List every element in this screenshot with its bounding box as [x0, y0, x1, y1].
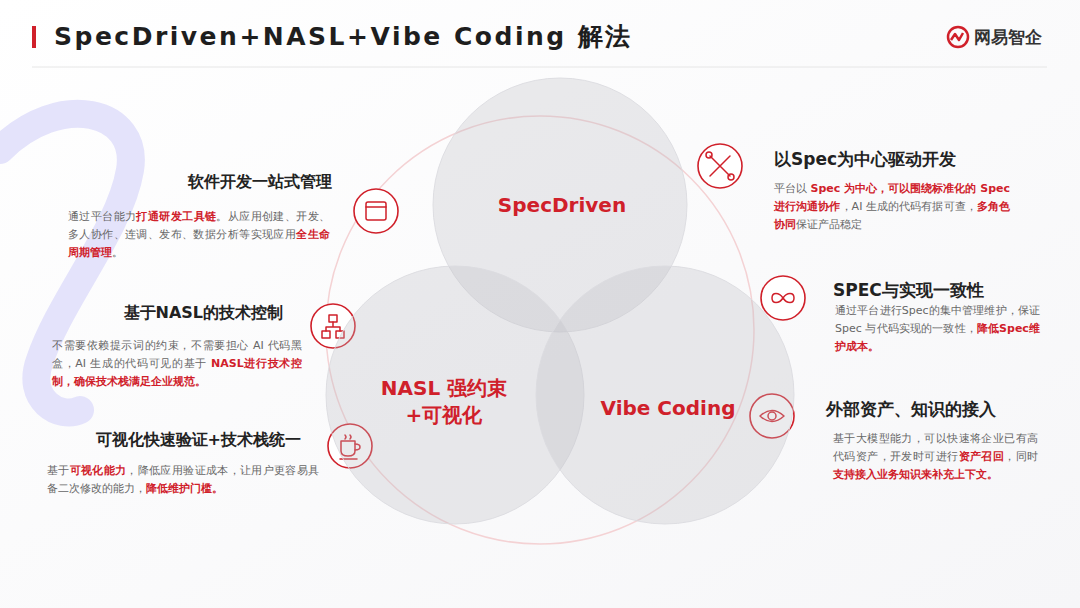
feature-heading: 外部资产、知识的接入 — [826, 398, 996, 421]
feature-body: 通过平台进行Spec的集中管理维护，保证 Spec 与代码实现的一致性，降低Sp… — [835, 302, 1040, 355]
highlight-text: 支持接入业务知识来补充上下文。 — [833, 468, 998, 481]
highlight-text: 可视化能力 — [70, 464, 127, 477]
slide-title: SpecDriven+NASL+Vibe Coding 解法 — [54, 20, 633, 53]
circle-label: NASL 强约束+可视化 — [369, 375, 519, 429]
body-text: 。 — [112, 246, 123, 259]
venn-circle: Vibe Coding — [535, 265, 795, 525]
feature-heading: 软件开发一站式管理 — [188, 172, 332, 193]
feature-body: 基于可视化能力，降低应用验证成本，让用户更容易具备二次修改的能力，降低维护门槛。 — [47, 462, 319, 498]
feature-heading: SPEC与实现一致性 — [833, 279, 984, 302]
logo-text: 网易智企 — [974, 26, 1042, 49]
highlight-text: 打通研发工具链 — [136, 210, 216, 223]
body-text: 平台以 — [774, 182, 811, 195]
body-text: ，同时 — [1004, 450, 1038, 463]
body-text: 保证产品稳定 — [796, 218, 862, 231]
feature-heading: 以Spec为中心驱动开发 — [774, 148, 956, 171]
highlight-text: 资产召回 — [959, 450, 1005, 463]
feature-body: 基于大模型能力，可以快速将企业已有高代码资产，开发时可进行资产召回，同时支持接入… — [833, 430, 1038, 483]
circle-label: Vibe Coding — [601, 395, 736, 422]
circle-label: SpecDriven — [498, 192, 626, 219]
body-text: 基于 — [47, 464, 70, 477]
feature-body: 通过平台能力打通研发工具链。从应用创建、开发、多人协作、连调、发布、数据分析等实… — [68, 208, 330, 261]
feature-body: 平台以 Spec 为中心，可以围绕标准化的 Spec 进行沟通协作，AI 生成的… — [774, 180, 1010, 233]
feature-heading: 基于NASL的技术控制 — [124, 303, 284, 324]
highlight-text: 降低维护门槛。 — [146, 482, 223, 495]
body-text: 通过平台能力 — [68, 210, 136, 223]
feature-heading: 可视化快速验证+技术栈统一 — [96, 430, 301, 451]
feature-body: 不需要依赖提示词的约束，不需要担心 AI 代码黑盒，AI 生成的代码可见的基于 … — [52, 337, 302, 390]
body-text: ，AI 生成的代码有据可查， — [841, 200, 977, 213]
circle-shape — [535, 265, 795, 525]
